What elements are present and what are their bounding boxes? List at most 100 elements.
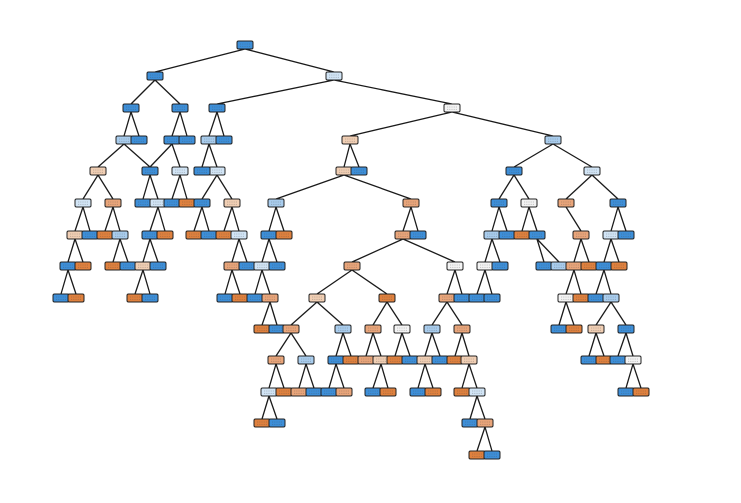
tree-node [528,230,546,240]
tree-node [178,135,196,145]
tree-edge [149,174,159,200]
tree-edge [97,143,125,168]
tree-node-box [350,166,368,176]
tree-edge [617,332,627,357]
tree-node-box [602,230,620,240]
tree-node [624,355,642,365]
tree-node [325,71,343,81]
tree-edge [154,48,246,73]
tree-edge [380,363,389,389]
tree-node-box [617,387,635,397]
tree-node [602,293,620,303]
tree-node-box [460,355,478,365]
tree-node [308,293,326,303]
tree-node-box [59,261,77,271]
tree-node-box [215,135,233,145]
tree-edge [290,301,318,326]
tree-node-box [267,198,285,208]
tree-node-box [163,135,181,145]
tree-node [282,324,300,334]
tree-edge [268,395,278,420]
tree-edge [343,174,412,200]
tree-edge [342,332,352,357]
tree-node [460,355,478,365]
tree-edge [417,363,426,389]
tree-node [335,166,353,176]
tree-node-box [364,387,382,397]
tree-edge [401,332,411,357]
tree-edge [112,206,121,232]
tree-node [483,293,501,303]
tree-node-box [583,166,601,176]
tree-node [208,166,226,176]
tree-nodes [52,40,650,460]
tree-edge [275,174,345,200]
tree-node [617,324,635,334]
tree-edge [573,238,582,263]
tree-edge [402,206,412,232]
tree-edge [498,206,508,232]
tree-node [163,135,181,145]
tree-edge [491,206,500,232]
tree-edge [171,111,181,137]
tree-node [468,450,486,460]
tree-node [74,261,92,271]
tree-node-box [325,71,343,81]
tree-edge [565,206,582,232]
tree-edge [123,111,132,137]
tree-node [490,198,508,208]
tree-node [141,293,159,303]
tree-node-box [632,387,650,397]
tree-node [476,261,494,271]
tree-node [446,261,464,271]
tree-node [550,261,568,271]
tree-node-box [268,418,286,428]
tree-node [238,261,256,271]
tree-edge [513,174,530,200]
tree-node-box [200,135,218,145]
tree-node [565,261,583,271]
tree-node [343,261,361,271]
tree-node-box [171,103,189,113]
tree-edge [171,174,181,200]
tree-node [130,135,148,145]
tree-node-box [557,293,575,303]
tree-node-box [572,293,590,303]
tree-edge [290,332,307,357]
tree-node [438,293,456,303]
tree-node-box [141,166,159,176]
tree-edge [552,143,593,168]
tree-node [535,261,553,271]
tree-node [104,261,122,271]
tree-node [134,261,152,271]
tree-node-box [609,355,627,365]
tree-node-box [134,198,152,208]
tree-edge [208,111,218,137]
tree-node-box [327,355,345,365]
tree-node-box [134,261,152,271]
tree-node-box [557,198,575,208]
tree-edge [268,206,277,232]
tree-edge [328,363,337,389]
tree-node [74,198,92,208]
tree-edge [130,79,156,105]
tree-node [253,324,271,334]
tree-edge [193,206,203,232]
tree-edge [275,332,292,357]
tree-edge [275,363,285,389]
tree-edge [617,206,627,232]
tree-node [215,135,233,145]
tree-edge [60,269,69,295]
tree-node [290,387,308,397]
tree-node-box [149,261,167,271]
tree-edge [142,269,151,295]
tree-node-box [483,293,501,303]
tree-node-box [416,355,434,365]
tree-node [216,293,234,303]
tree-node-box [491,261,509,271]
tree-node-box [52,293,70,303]
tree-node [268,261,286,271]
tree-node [141,230,159,240]
tree-node-box [335,387,353,397]
tree-edge [595,332,605,357]
